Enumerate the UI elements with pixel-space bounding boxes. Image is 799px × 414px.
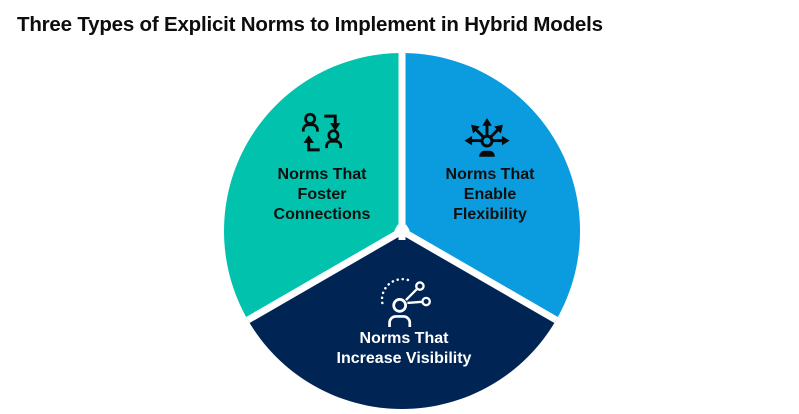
label-line: Increase Visibility: [336, 350, 472, 367]
pie-segment-increase-visibility: [247, 231, 557, 409]
segment-dividers: [246, 53, 558, 324]
arrow-up-right: [489, 124, 503, 139]
divider-lower-left: [246, 224, 410, 324]
arrow-up: [482, 118, 492, 136]
label-line: Enable: [463, 186, 517, 203]
cycle-arrow-up-shaft: [307, 142, 320, 152]
page-title: Three Types of Explicit Norms to Impleme…: [17, 13, 603, 36]
person-body-glyph: [388, 315, 412, 328]
segment-label-increase-visibility: Norms That Increase Visibility: [304, 329, 504, 369]
label-line: Foster: [297, 186, 347, 203]
cycle-arrow-down-head: [330, 123, 341, 131]
person-head-glyph: [304, 112, 317, 125]
divider-lower-right: [394, 224, 558, 324]
person-shoulders-glyph: [325, 139, 343, 149]
person-head-glyph: [480, 134, 494, 148]
person-head-glyph: [392, 298, 407, 313]
label-line: Connections: [273, 206, 371, 223]
label-line: Flexibility: [453, 206, 527, 223]
cycle-arrow-up-head: [303, 135, 314, 143]
person-head-glyph: [327, 129, 340, 142]
cycle-arrow-down-shaft: [324, 114, 337, 124]
label-line: Norms That: [445, 166, 535, 183]
arrow-right: [492, 135, 510, 146]
person-expanding-arrows-icon: [464, 118, 510, 157]
arrow-left: [464, 135, 482, 146]
node-link-right: [407, 300, 423, 305]
node-link-upper: [405, 288, 418, 301]
people-exchange-icon: [301, 112, 343, 152]
person-shoulders-glyph: [301, 123, 319, 132]
person-visibility-path-icon: [380, 277, 431, 328]
segment-label-foster-connections: Norms That Foster Connections: [242, 165, 402, 225]
person-body-glyph: [479, 150, 495, 157]
label-line: Norms That: [277, 166, 367, 183]
expanding-arrows: [464, 118, 510, 146]
label-line: Norms That: [359, 330, 449, 347]
arrow-up-left: [471, 124, 485, 139]
network-node-right: [421, 296, 431, 307]
segment-label-enable-flexibility: Norms That Enable Flexibility: [410, 165, 570, 225]
network-node-top: [415, 281, 425, 291]
dotted-arc-path: [380, 277, 414, 305]
